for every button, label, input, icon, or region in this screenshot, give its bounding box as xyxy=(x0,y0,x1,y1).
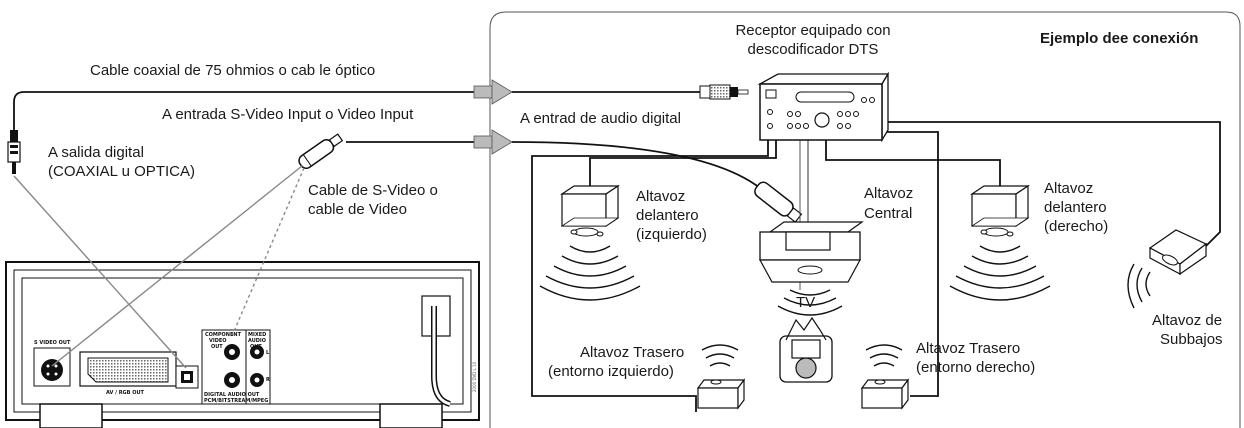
component-label-1: COMPONENT xyxy=(205,332,242,338)
svideo-cable-label-line1: Cable de S-Video o xyxy=(308,182,438,199)
front-left-label-1: Altavoz xyxy=(636,188,686,205)
front-right-speaker xyxy=(949,184,1051,301)
svideo-input-label: A entrada S-Video Input o Video Input xyxy=(162,106,414,123)
receiver-unit xyxy=(757,71,890,143)
coax-cable-label: Cable coaxial de 75 ohmios o cab le ópti… xyxy=(90,62,376,79)
digital-out-label-line1: A salida digital xyxy=(48,144,144,161)
receiver-label-line2: descodificador DTS xyxy=(747,41,879,58)
audio-out-label-1: MIXED xyxy=(248,332,267,338)
audio-l-label: L xyxy=(266,350,270,356)
coaxial-plug xyxy=(7,130,21,174)
front-left-label-2: delantero xyxy=(636,207,699,224)
av-rgb-label: AV / RGB OUT xyxy=(106,390,144,396)
center-label-2: Central xyxy=(864,205,913,222)
front-right-label-2: delantero xyxy=(1044,199,1107,216)
center-speaker xyxy=(758,221,864,316)
rear-right-label-1: Altavoz Trasero xyxy=(916,340,1021,357)
tv-svideo-plug xyxy=(754,181,803,223)
svideo-cable-label-line2: cable de Video xyxy=(308,201,407,218)
digital-audio-out-label: DIGITAL AUDIO OUT xyxy=(204,392,260,398)
arrow-coax xyxy=(473,79,513,105)
front-right-label-1: Altavoz xyxy=(1044,180,1094,197)
rear-left-label-1: Altavoz Trasero xyxy=(580,344,685,361)
tv-label: TV xyxy=(796,294,816,311)
subwoofer-label-1: Altavoz de xyxy=(1152,312,1223,329)
audio-out-label-3: OUT xyxy=(250,344,262,350)
rca-plug xyxy=(699,84,749,100)
center-label-1: Altavoz xyxy=(864,185,914,202)
subwoofer xyxy=(1127,229,1208,309)
rear-right-speaker xyxy=(860,344,910,410)
arrow-svideo xyxy=(473,129,513,155)
panel-code-label: 2000 DVD L 10 xyxy=(472,361,477,392)
front-right-label-3: (derecho) xyxy=(1044,218,1109,235)
front-left-label-3: (izquierdo) xyxy=(636,226,707,243)
rear-left-label-2: (entorno izquierdo) xyxy=(548,363,674,380)
svideo-plug xyxy=(298,133,344,170)
digital-audio-sub-label: PCM/BITSTREAM/MPEG xyxy=(204,398,269,404)
diagram-title: Ejemplo dee conexión xyxy=(1040,30,1199,47)
audio-out-label-2: AUDIO xyxy=(248,338,267,344)
front-left-speaker xyxy=(539,184,641,301)
rear-right-label-2: (entorno derecho) xyxy=(916,359,1036,376)
svideo-out-label: S VIDEO OUT xyxy=(34,340,71,346)
digital-out-label-line2: (COAXIAL u OPTICA) xyxy=(48,163,195,180)
audio-digital-label: A entrad de audio digital xyxy=(520,110,681,127)
rear-left-speaker xyxy=(696,344,746,410)
coaxial-cable xyxy=(13,91,474,130)
receiver-label-line1: Receptor equipado con xyxy=(735,22,891,39)
audio-r-label: R xyxy=(266,377,270,383)
component-label-2: VIDEO xyxy=(209,338,227,344)
dvd-player xyxy=(5,261,480,428)
component-label-3: OUT xyxy=(211,344,223,350)
tv-unit xyxy=(779,316,833,383)
subwoofer-label-2: Subbajos xyxy=(1160,331,1223,348)
receiver-area-frame xyxy=(489,11,1241,428)
